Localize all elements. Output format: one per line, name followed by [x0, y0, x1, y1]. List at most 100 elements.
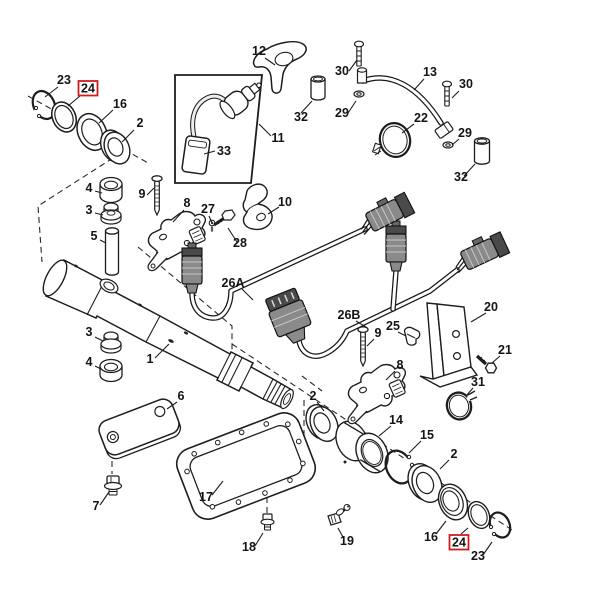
part-gasket-17 [175, 412, 317, 531]
callout-18: 18 [242, 540, 256, 554]
part-shaft-1 [42, 258, 294, 410]
part-sensor-box-11 [174, 74, 263, 184]
snap-ring-15 [384, 449, 415, 485]
callout-14: 14 [389, 413, 403, 427]
cylinder-32-top [310, 75, 326, 101]
callout-19: 19 [340, 534, 354, 548]
callout-29-left: 29 [335, 106, 349, 120]
sensor-33-connector [181, 135, 211, 175]
bracket-20 [419, 302, 479, 388]
bearing-2-bottom [407, 463, 443, 503]
seal-ring-24-bottom [467, 500, 491, 530]
callout-8-top: 8 [184, 196, 191, 210]
callout-2-top: 2 [137, 116, 144, 130]
callout-12: 12 [252, 44, 266, 58]
harness-connector-right [448, 228, 511, 277]
washer-29-right [442, 141, 454, 149]
bolt-30-right [441, 80, 453, 107]
part-plate-6 [98, 398, 182, 496]
part-ring-stack-top [31, 89, 131, 165]
bolt-28 [213, 209, 236, 227]
callout-32-right: 32 [454, 170, 468, 184]
clamp-10 [242, 183, 273, 231]
snap-ring-23 [31, 89, 57, 121]
callout-22: 22 [414, 111, 428, 125]
part-bushings-bottom [99, 331, 123, 383]
part-bracket-group-top [147, 175, 273, 272]
part-bushings-top [99, 176, 123, 276]
part-ring-series-bottom [305, 404, 512, 539]
part-tube-13-assembly [310, 40, 491, 165]
clamp-22 [371, 122, 412, 158]
callouts: 23 24 16 2 12 11 33 32 30 13 30 29 22 29… [44, 44, 512, 563]
callout-33: 33 [217, 144, 231, 158]
callout-30-left: 30 [335, 64, 349, 78]
clip-25 [403, 326, 421, 346]
drum-14 [335, 420, 389, 474]
callout-8-bottom: 8 [397, 358, 404, 372]
screw-21 [475, 354, 498, 374]
callout-26a: 26A [222, 276, 245, 290]
callout-28: 28 [233, 236, 247, 250]
callout-24-bottom: 24 [452, 536, 466, 550]
callout-25: 25 [386, 319, 400, 333]
bushing-3-bottom [100, 331, 122, 354]
tube-5 [104, 227, 120, 276]
part-fitting-19 [327, 503, 351, 526]
cylinder-32-right [473, 137, 491, 165]
callout-26b: 26B [338, 308, 361, 322]
callout-4-bottom: 4 [86, 355, 93, 369]
bolt-18 [260, 513, 275, 531]
callout-2-bottom: 2 [451, 447, 458, 461]
bolt-9-top [151, 175, 163, 216]
callout-9-top: 9 [139, 187, 146, 201]
callout-23-top: 23 [57, 73, 71, 87]
seal-ring-24 [50, 101, 78, 133]
bolt-9-bottom [357, 326, 369, 367]
callout-27: 27 [201, 202, 215, 216]
callout-32-top: 32 [294, 110, 308, 124]
callout-2-shaft-end: 2 [310, 389, 317, 403]
callout-7: 7 [93, 499, 100, 513]
callout-16-bottom: 16 [424, 530, 438, 544]
callout-23-bottom: 23 [471, 549, 485, 563]
callout-3-bottom: 3 [86, 325, 93, 339]
seal-16-bottom [437, 483, 469, 521]
callout-4-top: 4 [86, 181, 93, 195]
bushing-4-top [99, 176, 123, 204]
harness-connector-main [265, 287, 312, 344]
callout-30-right: 30 [459, 77, 473, 91]
callout-15: 15 [420, 428, 434, 442]
sensor-33-body [219, 82, 262, 120]
bushing-4-bottom [99, 358, 123, 383]
bolt-30-left [353, 40, 365, 67]
clamp-31 [445, 390, 478, 421]
callout-21: 21 [498, 343, 512, 357]
callout-20: 20 [484, 300, 498, 314]
callout-24-top: 24 [81, 82, 95, 96]
gasket-holes [184, 421, 306, 510]
bushing-3-top [100, 202, 122, 225]
callout-10: 10 [278, 195, 292, 209]
part-bracket-20-group [419, 302, 498, 421]
washer-29-left [353, 90, 365, 98]
harness-connector-mid-vertical [385, 220, 407, 272]
callout-1: 1 [147, 352, 154, 366]
highlight-box-24-bottom [448, 534, 470, 551]
snap-ring-23-bottom [488, 511, 512, 539]
callout-6: 6 [178, 389, 185, 403]
part-bracket-group-bottom [347, 326, 421, 425]
callout-17: 17 [199, 490, 213, 504]
bolt-7 [103, 475, 123, 496]
callout-11: 11 [271, 131, 284, 145]
part-harness [181, 188, 511, 359]
callout-29-right: 29 [458, 126, 472, 140]
bearing-2-shaft-end [305, 404, 339, 442]
callout-13: 13 [423, 65, 437, 79]
part-fork-12 [252, 41, 307, 94]
callout-31: 31 [471, 375, 485, 389]
harness-connector-left [181, 242, 203, 294]
highlight-box-24-top [77, 80, 99, 97]
